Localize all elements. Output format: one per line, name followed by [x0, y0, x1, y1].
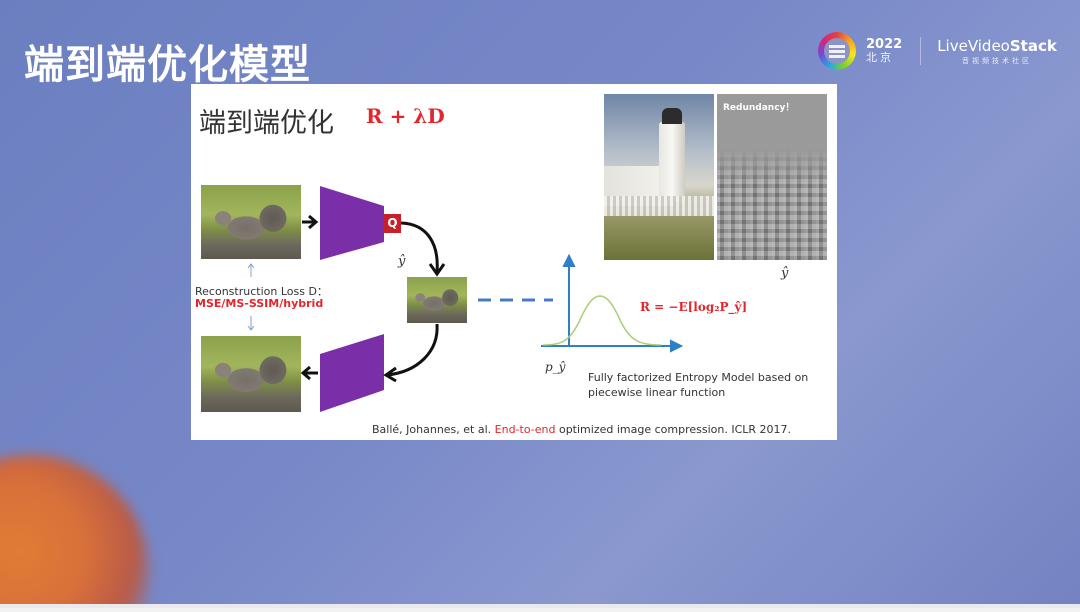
event-year: 2022	[866, 37, 903, 53]
objective-formula: R + λD	[366, 104, 445, 128]
arrow-to-encoder	[302, 214, 319, 230]
encoder-shape	[320, 186, 384, 260]
diagram-graphics	[247, 186, 684, 412]
citation-suffix: optimized image compression. ICLR 2017.	[555, 423, 792, 436]
arrow-quantize-to-latent	[400, 221, 446, 277]
decorative-glow	[0, 455, 150, 608]
event-ring-logo-icon	[818, 32, 856, 70]
citation: Ballé, Johannes, et al. End-to-end optim…	[372, 423, 791, 436]
reconstructed-image	[201, 336, 301, 412]
entropy-formula: R = −E[log₂P_ŷ]	[640, 300, 748, 314]
panel-title: 端到端优化	[199, 108, 334, 139]
loss-arrows	[247, 263, 255, 331]
loss-label: Reconstruction Loss D：	[195, 285, 328, 298]
distribution-curve	[542, 295, 662, 346]
header-logos: 2022 北京 LiveVideoStack 音视频技术社区	[818, 32, 1057, 70]
latent-label: ŷ	[398, 254, 406, 269]
citation-prefix: Ballé, Johannes, et al.	[372, 423, 495, 436]
latent-redundancy-image: Redundancy！	[717, 94, 827, 260]
slide-title: 端到端优化模型	[24, 42, 311, 88]
lighthouse-image	[604, 94, 714, 260]
distribution-label: p_ŷ	[545, 360, 566, 374]
redundancy-label: Redundancy！	[723, 103, 795, 113]
input-image	[201, 185, 301, 259]
brand-prefix: LiveVideo	[937, 36, 1010, 55]
arrow-latent-to-decoder	[383, 323, 439, 383]
event-city: 北京	[866, 51, 894, 65]
loss-methods: MSE/MS-SSIM/hybrid	[195, 297, 324, 310]
latent-image	[407, 277, 467, 323]
brand-suffix: Stack	[1009, 36, 1057, 55]
brand-tagline: 音视频技术社区	[962, 56, 1032, 65]
brand-logo: LiveVideoStack 音视频技术社区	[937, 37, 1057, 66]
quantizer-box: Q	[384, 214, 401, 233]
redundancy-latent-label: ŷ	[781, 266, 789, 281]
logo-divider	[920, 37, 922, 65]
distribution-axes	[541, 253, 684, 353]
entropy-description: Fully factorized Entropy Model based on …	[588, 371, 809, 399]
content-panel: 端到端优化 R + λD	[191, 84, 837, 440]
citation-highlight: End-to-end	[494, 423, 556, 436]
arrow-to-output	[300, 365, 318, 381]
event-year-city: 2022 北京	[866, 38, 902, 63]
decoder-shape	[320, 334, 384, 412]
